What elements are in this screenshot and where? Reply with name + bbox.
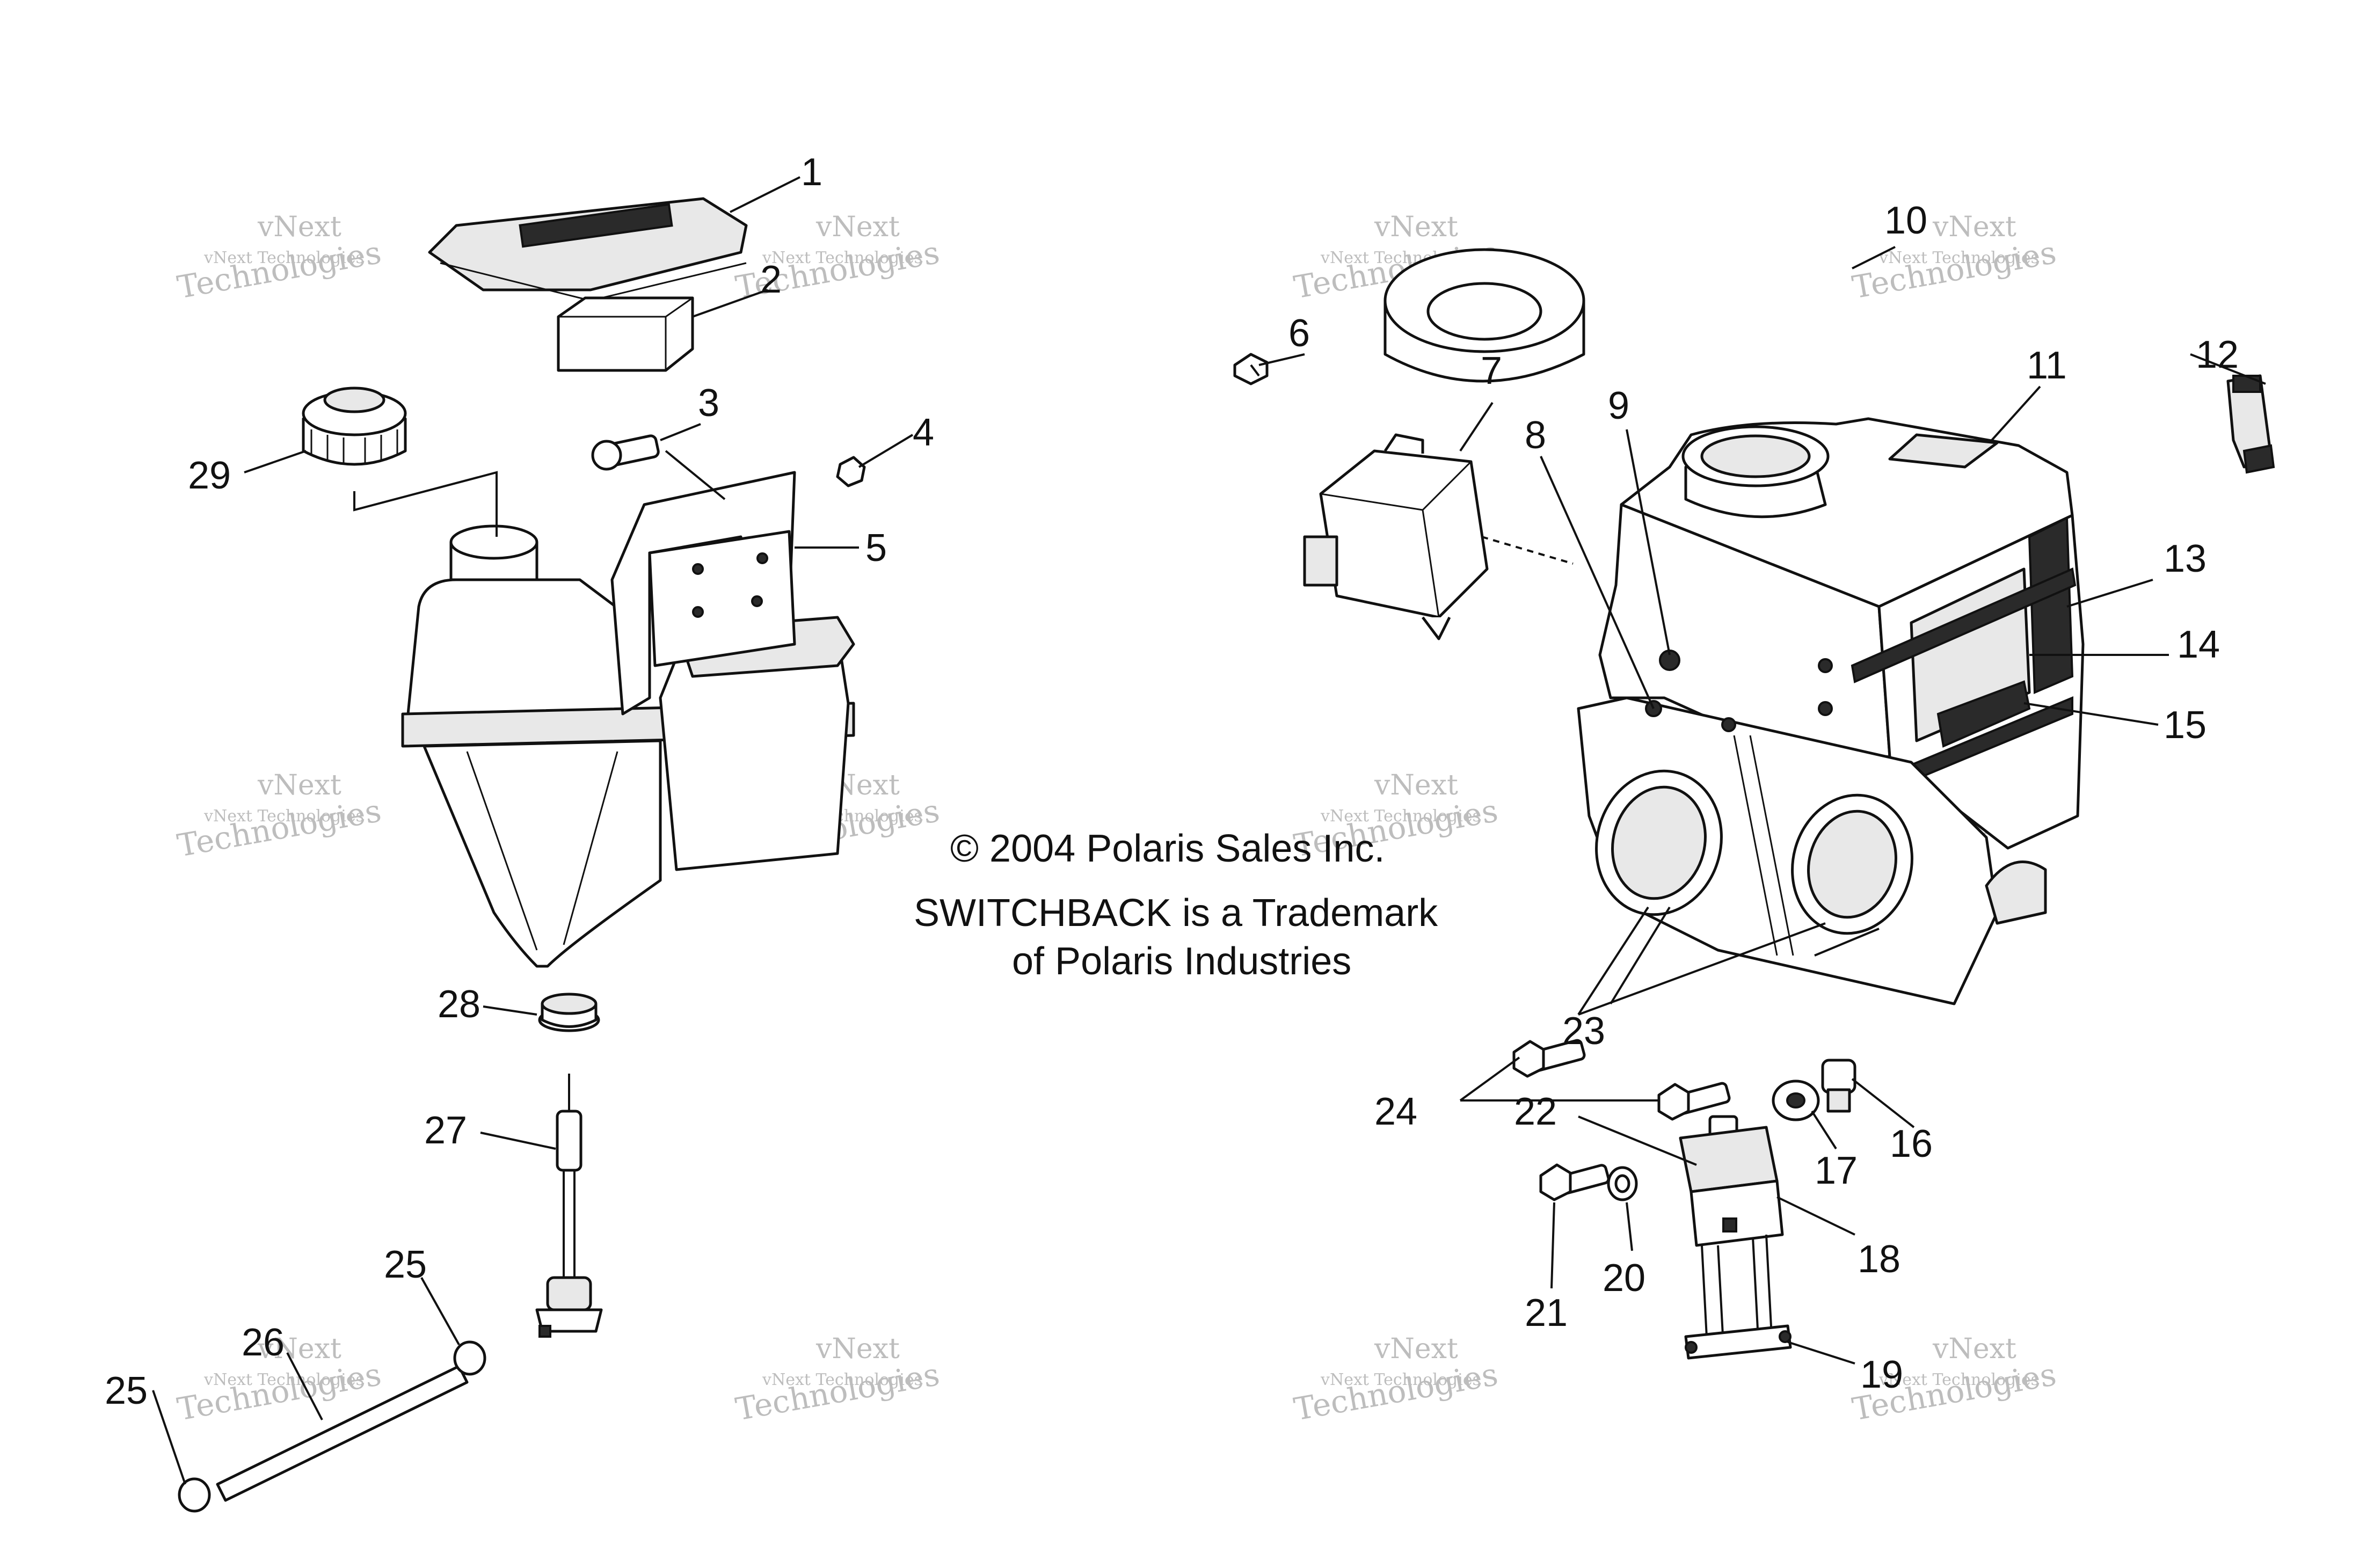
trademark-text-line2: of Polaris Industries xyxy=(1012,940,1351,983)
callout-8: 8 xyxy=(1525,414,1546,457)
leaders-right xyxy=(1258,246,2266,1365)
svg-text:vNext Technologies: vNext Technologies xyxy=(203,1370,364,1389)
callout-13: 13 xyxy=(2164,537,2206,580)
part-6-bolt xyxy=(1233,353,1269,385)
part-19-band xyxy=(1684,1234,1792,1360)
part-3-bolt xyxy=(591,434,660,471)
svg-text:vNext: vNext xyxy=(1374,769,1458,801)
watermark: vNext vNext Technologies Technologies xyxy=(733,1333,942,1428)
svg-text:vNext: vNext xyxy=(1374,211,1458,243)
part-1-cover xyxy=(428,197,748,302)
part-27-level-sender xyxy=(535,1074,603,1338)
svg-text:vNext: vNext xyxy=(1932,1333,2016,1365)
part-11-label xyxy=(1888,433,1999,469)
callout-9: 9 xyxy=(1608,384,1629,427)
callout-24: 24 xyxy=(1374,1090,1417,1133)
svg-text:vNext: vNext xyxy=(257,211,341,243)
callout-4: 4 xyxy=(913,411,934,454)
callout-29: 29 xyxy=(188,454,231,497)
part-17-washer xyxy=(1772,1080,1820,1121)
svg-text:vNext Technologies: vNext Technologies xyxy=(1878,249,2039,267)
svg-text:vNext Technologies: vNext Technologies xyxy=(1320,1370,1481,1389)
part-28-grommet xyxy=(538,993,600,1032)
copyright-notice: © 2004 Polaris Sales Inc. SWITCHBACK is … xyxy=(914,827,1438,983)
part-10-foam-ring xyxy=(1383,248,1585,383)
callout-7: 7 xyxy=(1481,349,1502,392)
svg-text:vNext Technologies: vNext Technologies xyxy=(203,249,364,267)
callout-15: 15 xyxy=(2164,704,2206,747)
part-20-washer xyxy=(1607,1166,1638,1201)
callout-21: 21 xyxy=(1525,1292,1568,1334)
svg-text:vNext Technologies: vNext Technologies xyxy=(1878,1370,2039,1389)
callout-20: 20 xyxy=(1603,1257,1645,1300)
svg-text:vNext Technologies: vNext Technologies xyxy=(203,807,364,826)
callout-25b: 25 xyxy=(105,1369,148,1412)
airbox-body xyxy=(1577,417,2085,1005)
callout-27: 27 xyxy=(424,1109,467,1152)
callout-18: 18 xyxy=(1858,1238,1900,1281)
svg-text:vNext: vNext xyxy=(257,1333,341,1365)
part-12-clip xyxy=(2226,374,2275,474)
svg-text:vNext: vNext xyxy=(815,211,900,243)
svg-text:vNext Technologies: vNext Technologies xyxy=(762,249,922,267)
svg-text:vNext: vNext xyxy=(1374,1333,1458,1365)
leaders-left xyxy=(152,176,914,1485)
part-15-strip xyxy=(1936,680,2031,748)
callout-2: 2 xyxy=(760,258,782,301)
watermark: vNext vNext Technologies Technologies xyxy=(174,769,384,864)
callouts: 1 2 3 4 5 6 7 8 9 10 11 12 13 14 15 16 1… xyxy=(105,151,2239,1412)
callout-28: 28 xyxy=(438,983,480,1026)
callout-3: 3 xyxy=(698,382,719,425)
svg-text:Technologies: Technologies xyxy=(174,234,384,306)
watermark: vNext vNext Technologies Technologies xyxy=(174,211,384,306)
callout-11: 11 xyxy=(2027,344,2067,387)
part-2-pad xyxy=(557,296,694,372)
svg-text:Technologies: Technologies xyxy=(1849,234,2059,306)
part-5-bracket xyxy=(610,471,796,716)
part-18-bracket xyxy=(1679,1115,1784,1247)
copyright-text: © 2004 Polaris Sales Inc. xyxy=(950,827,1385,870)
part-4-nut xyxy=(836,456,866,487)
oil-tank-assembly xyxy=(152,176,914,1513)
part-7-module xyxy=(1303,433,1574,640)
svg-text:Technologies: Technologies xyxy=(174,792,384,864)
part-29-filler-cap xyxy=(302,386,407,466)
part-21-bolt xyxy=(1539,1163,1610,1201)
part-25-clamp xyxy=(178,1340,486,1513)
part-26-hose xyxy=(216,1365,469,1502)
callout-10: 10 xyxy=(1884,199,1927,242)
callout-25a: 25 xyxy=(384,1243,427,1286)
watermark: vNext vNext Technologies Technologies xyxy=(1849,211,2059,306)
svg-text:Technologies: Technologies xyxy=(1291,1356,1501,1428)
watermark: vNext vNext Technologies Technologies xyxy=(1291,1333,1501,1428)
airbox-assembly xyxy=(1233,246,2275,1365)
callout-12: 12 xyxy=(2196,333,2239,376)
part-16-stud xyxy=(1821,1059,1856,1113)
svg-text:vNext Technologies: vNext Technologies xyxy=(762,1370,922,1389)
oil-tank-body xyxy=(401,471,855,968)
callout-22: 22 xyxy=(1514,1090,1557,1133)
callout-16: 16 xyxy=(1890,1122,1933,1165)
trademark-text-line1: SWITCHBACK is a Trademark xyxy=(914,892,1438,935)
svg-text:Technologies: Technologies xyxy=(733,1356,942,1428)
svg-text:vNext: vNext xyxy=(257,769,341,801)
callout-23: 23 xyxy=(1562,1010,1605,1053)
svg-text:vNext Technologies: vNext Technologies xyxy=(1320,807,1481,826)
svg-text:vNext: vNext xyxy=(1932,211,2016,243)
callout-6: 6 xyxy=(1288,312,1310,355)
callout-14: 14 xyxy=(2177,623,2220,666)
callout-17: 17 xyxy=(1815,1149,1858,1192)
callout-5: 5 xyxy=(865,527,887,570)
svg-text:vNext: vNext xyxy=(815,1333,900,1365)
part-24-bolt xyxy=(1512,1039,1731,1121)
callout-1: 1 xyxy=(801,151,822,194)
callout-19: 19 xyxy=(1860,1353,1903,1396)
part-13-strip xyxy=(2028,516,2074,694)
callout-26: 26 xyxy=(242,1321,285,1364)
